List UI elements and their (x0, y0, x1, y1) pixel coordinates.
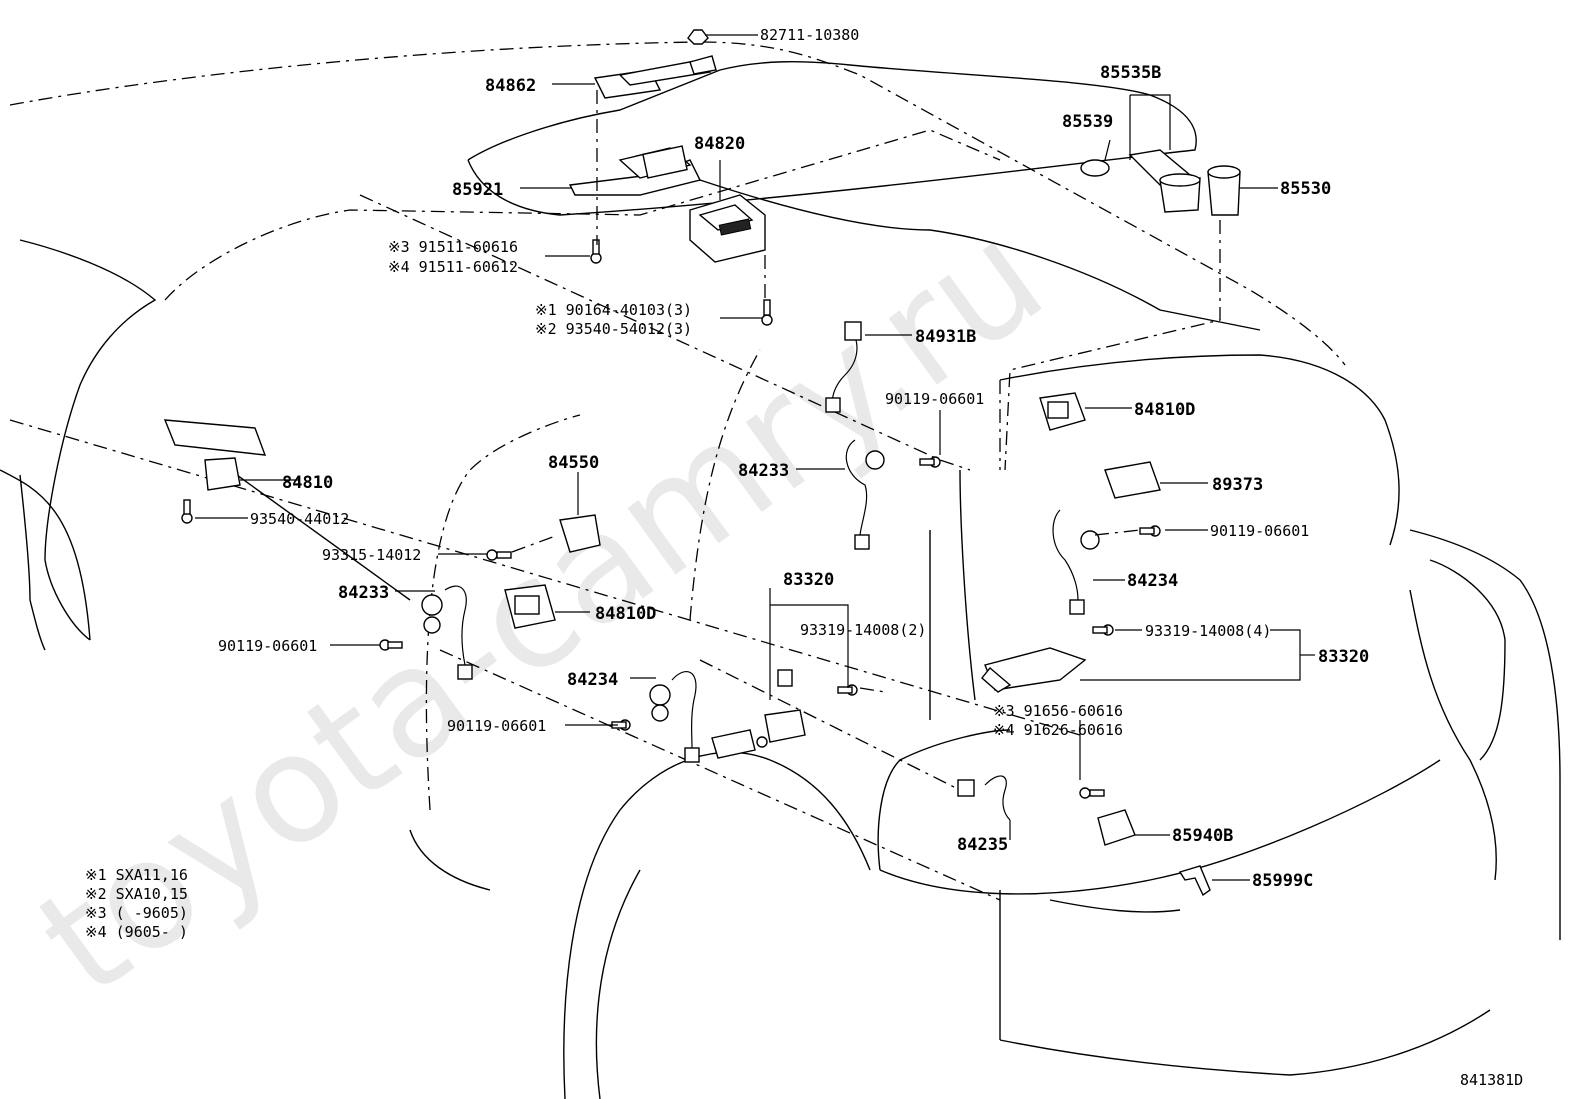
label-93540-54012: ※2 93540-54012(3) (535, 320, 692, 338)
footnotes: ※1 SXA11,16 ※2 SXA10,15 ※3 ( -9605) ※4 (… (85, 866, 188, 941)
switch-84810d-icon (504, 584, 556, 629)
part-labels: 82711-10380 84862 84820 85921 ※3 91511-6… (218, 26, 1369, 891)
label-84235: 84235 (957, 835, 1008, 855)
lamp-bracket-85921-icon (568, 145, 702, 196)
label-85530: 85530 (1280, 179, 1331, 199)
label-82711-10380: 82711-10380 (760, 26, 859, 44)
label-90119-06601-d: 90119-06601 (447, 717, 546, 735)
actuator-83320-icon (711, 669, 806, 759)
label-90119-06601-b: 90119-06601 (1210, 522, 1309, 540)
socket-85530-icon (1207, 165, 1241, 216)
label-93315-14012: 93315-14012 (322, 546, 421, 564)
screw-icon (919, 456, 941, 468)
label-84234-center: 84234 (567, 670, 618, 690)
label-84550: 84550 (548, 453, 599, 473)
label-85535b: 85535B (1100, 63, 1161, 83)
label-85999c: 85999C (1252, 871, 1313, 891)
switch-84820-icon (689, 194, 766, 263)
harness-84234-icon (1052, 509, 1100, 615)
label-91626-60616: ※4 91626-60616 (993, 721, 1123, 739)
screw-icon (486, 549, 512, 561)
screw-icon (1092, 624, 1114, 636)
label-85921: 85921 (452, 180, 503, 200)
label-91511-60612: ※4 91511-60612 (388, 258, 518, 276)
harness-84931b-icon (825, 321, 862, 413)
label-90119-06601-c: 90119-06601 (218, 637, 317, 655)
switch-84862-icon (593, 55, 717, 99)
footnote-4: ※4 (9605- ) (85, 923, 188, 941)
bracket-85999c-icon (1178, 865, 1211, 897)
screw-icon (837, 684, 858, 696)
actuator-83320-icon (981, 647, 1087, 693)
label-84810d-right: 84810D (1134, 400, 1195, 420)
socket-85535b-icon (1128, 149, 1201, 213)
harness-84235-icon (957, 775, 1011, 821)
footnote-1: ※1 SXA11,16 (85, 866, 188, 884)
label-84234-right: 84234 (1127, 571, 1178, 591)
cap-85539-icon (1080, 159, 1110, 177)
label-84810: 84810 (282, 473, 333, 493)
screw-icon (1139, 525, 1161, 537)
label-84862: 84862 (485, 76, 536, 96)
label-93319-14008-2: 93319-14008(2) (800, 621, 926, 639)
module-84550-icon (559, 514, 601, 553)
label-84233-left: 84233 (338, 583, 389, 603)
screw-icon (1079, 787, 1105, 799)
screw-icon (611, 719, 631, 731)
label-90119-06601-a: 90119-06601 (885, 390, 984, 408)
label-85940b: 85940B (1172, 826, 1233, 846)
module-85940b-icon (1097, 809, 1136, 846)
screw-icon (379, 639, 403, 651)
label-93540-44012: 93540-44012 (250, 510, 349, 528)
label-83320-right: 83320 (1318, 647, 1369, 667)
screw-icon (181, 499, 193, 524)
harness-84233-icon (845, 439, 885, 550)
harness-84233-icon (421, 585, 473, 680)
switch-84810-icon (163, 419, 267, 491)
label-89373: 89373 (1212, 475, 1263, 495)
label-84810d-left: 84810D (595, 604, 656, 624)
label-83320-center: 83320 (783, 570, 834, 590)
car-body-outline (0, 41, 1561, 1099)
label-84931b: 84931B (915, 327, 976, 347)
leader-lines (195, 34, 1315, 881)
screw-icon (590, 239, 602, 264)
label-91511-60616: ※3 91511-60616 (388, 238, 518, 256)
module-89373-icon (1104, 461, 1161, 499)
screw-icon (761, 299, 773, 326)
footnote-3: ※3 ( -9605) (85, 904, 188, 922)
clip-82711-icon (687, 29, 709, 45)
label-90164-40103: ※1 90164-40103(3) (535, 301, 692, 319)
label-93319-14008-4: 93319-14008(4) (1145, 622, 1271, 640)
label-85539: 85539 (1062, 112, 1113, 132)
harness-84234-icon (649, 670, 700, 763)
label-84233-center: 84233 (738, 461, 789, 481)
label-91656-60616: ※3 91656-60616 (993, 702, 1123, 720)
label-84820: 84820 (694, 134, 745, 154)
diagram-code: 841381D (1460, 1071, 1523, 1089)
switch-84810d-icon (1039, 392, 1086, 431)
footnote-2: ※2 SXA10,15 (85, 885, 188, 903)
